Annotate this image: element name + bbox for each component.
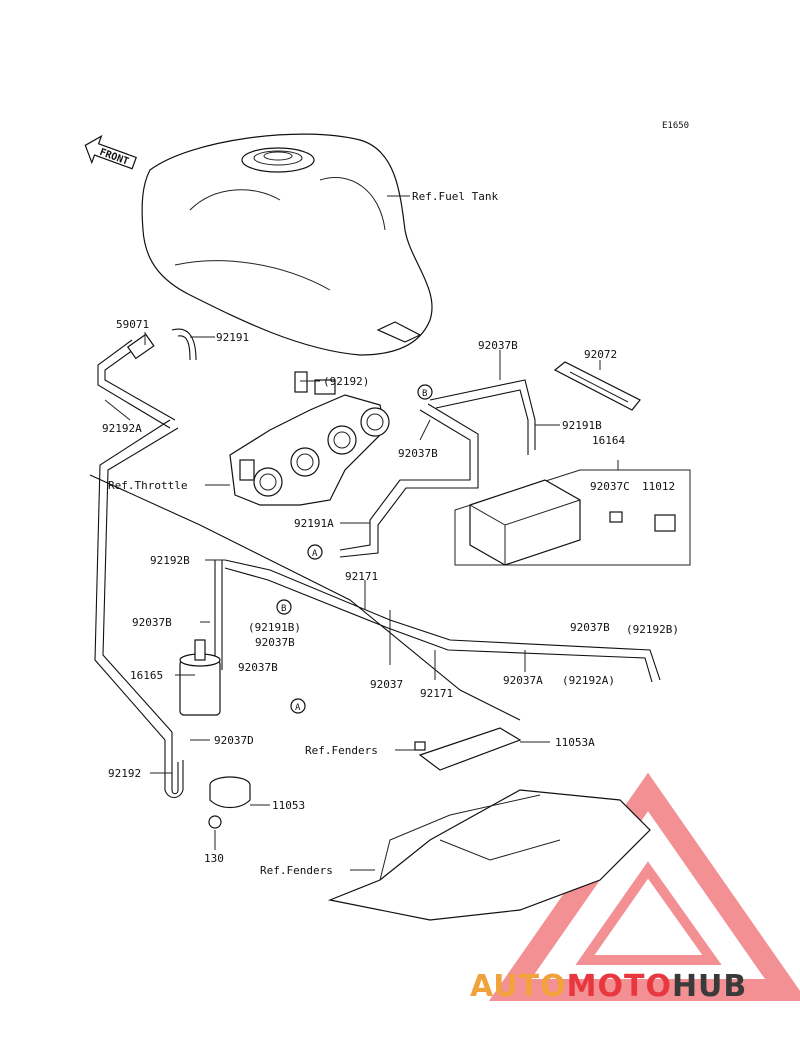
label-59071: 59071 <box>116 318 149 331</box>
svg-text:A: A <box>295 703 301 713</box>
rear-fender <box>327 727 651 921</box>
label-92171-top: 92171 <box>345 570 378 583</box>
label-92037B-right: 92037B <box>570 621 610 634</box>
marker-a-bottom: A <box>290 698 306 714</box>
label-92037B-left2: 92037B <box>255 636 295 649</box>
label-92037B-left: 92037B <box>132 616 172 629</box>
watermark-text: AUTOMOTOHUB <box>470 969 747 1004</box>
watermark-triangle <box>488 772 800 1001</box>
svg-text:AUTOMOTOHUB: AUTOMOTOHUB <box>470 969 747 1004</box>
svg-text:A: A <box>312 549 318 559</box>
svg-text:B: B <box>422 389 427 399</box>
label-92192-paren: (92192) <box>323 375 369 388</box>
label-92191B-paren: (92191B) <box>248 621 301 634</box>
front-arrow: FRONT <box>84 134 137 170</box>
label-92037A: 92037A <box>503 674 543 687</box>
marker-b-bottom: B <box>276 599 292 615</box>
label-92037B-low: 92037B <box>238 661 278 674</box>
label-92192B-paren: (92192B) <box>626 623 679 636</box>
label-92191B: 92191B <box>562 419 602 432</box>
label-16164: 16164 <box>592 434 625 447</box>
label-ref-fenders-bot: Ref.Fenders <box>260 864 333 877</box>
right-hoses <box>89 379 661 721</box>
label-11012: 11012 <box>642 480 675 493</box>
label-92171-bot: 92171 <box>420 687 453 700</box>
leader-lines <box>104 332 619 871</box>
gasket-92072 <box>553 361 641 411</box>
label-16165: 16165 <box>130 669 163 682</box>
marker-b-top: B <box>417 384 433 400</box>
label-92192A-paren: (92192A) <box>562 674 615 687</box>
label-92191: 92191 <box>216 331 249 344</box>
marker-a-top: A <box>307 544 323 560</box>
label-92037C: 92037C <box>590 480 630 493</box>
label-92192: 92192 <box>108 767 141 780</box>
watermark-hub: HUB <box>672 969 747 1004</box>
watermark-moto: MOTO <box>567 969 672 1004</box>
diagram-code: E1650 <box>662 121 689 131</box>
label-92192B: 92192B <box>150 554 190 567</box>
label-11053A: 11053A <box>555 736 595 749</box>
fuel-tank <box>141 133 433 356</box>
label-92037B-mid: 92037B <box>398 447 438 460</box>
label-ref-fuel-tank: Ref.Fuel Tank <box>412 190 498 203</box>
label-92191A: 92191A <box>294 517 334 530</box>
label-92037: 92037 <box>370 678 403 691</box>
fuel-filter <box>179 639 221 716</box>
watermark-auto: AUTO <box>470 969 567 1004</box>
canister-box <box>454 469 691 566</box>
label-92037D: 92037D <box>214 734 254 747</box>
throttle-bodies <box>229 371 390 506</box>
clamp-11053 <box>208 776 251 829</box>
label-ref-fenders-top: Ref.Fenders <box>305 744 378 757</box>
svg-text:B: B <box>281 604 286 614</box>
label-92037B-top: 92037B <box>478 339 518 352</box>
label-130: 130 <box>204 852 224 865</box>
label-ref-throttle: Ref.Throttle <box>108 479 187 492</box>
label-11053: 11053 <box>272 799 305 812</box>
label-92192A: 92192A <box>102 422 142 435</box>
left-hoses <box>94 328 197 799</box>
label-92072: 92072 <box>584 348 617 361</box>
